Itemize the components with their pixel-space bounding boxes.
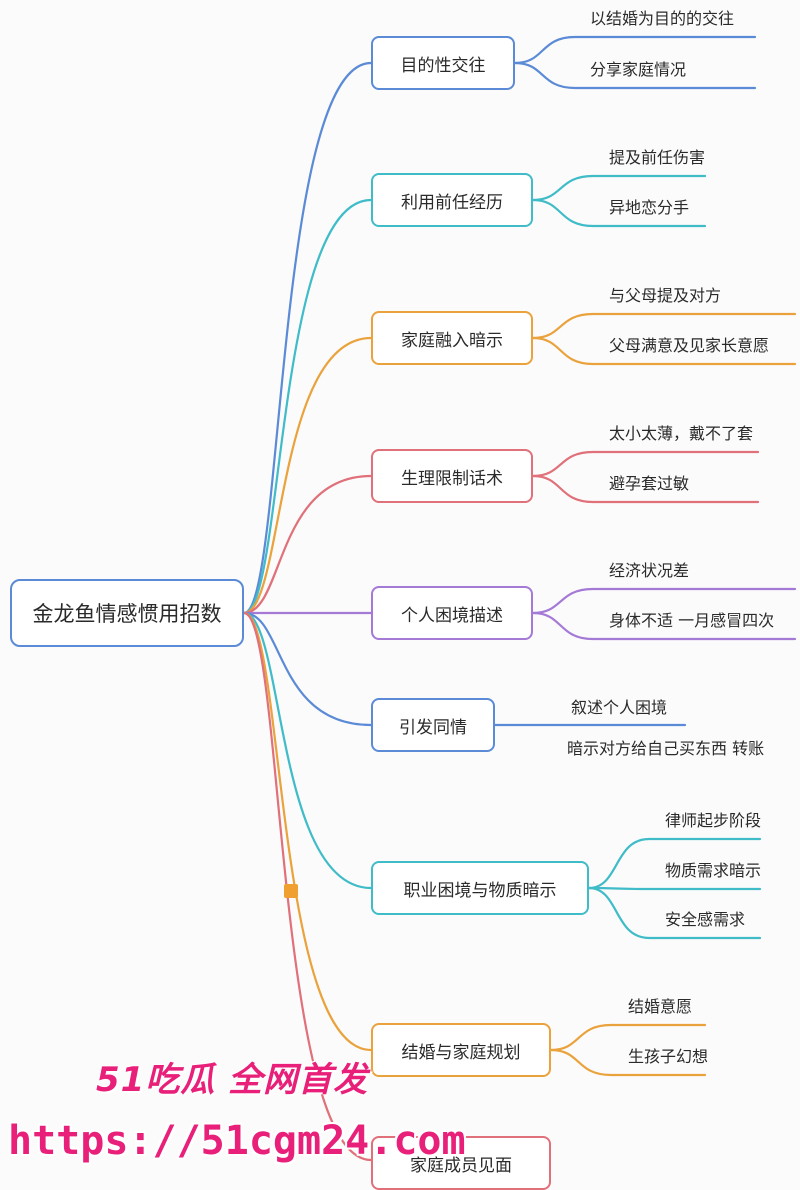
leaf-connector	[549, 1048, 707, 1077]
leaf-text: 避孕套过敏	[609, 474, 690, 493]
branch-label: 目的性交往	[400, 55, 486, 76]
leaf-connector	[531, 450, 760, 478]
leaf-connector	[531, 174, 707, 202]
leaf-text: 物质需求暗示	[665, 861, 762, 880]
root-node: 金龙鱼情感惯用招数	[10, 579, 244, 647]
leaf-connector	[531, 474, 760, 504]
branch-label: 职业困境与物质暗示	[403, 880, 557, 901]
leaf-connector	[513, 35, 757, 65]
branch-node: 生理限制话术	[371, 449, 533, 503]
branch-label: 家庭成员见面	[410, 1155, 512, 1176]
leaf-text: 叙述个人困境	[571, 698, 668, 717]
leaf-text: 父母满意及见家长意愿	[609, 336, 770, 355]
leaf-text: 与父母提及对方	[609, 286, 722, 305]
leaf-text: 太小太薄，戴不了套	[609, 424, 754, 443]
root-connector	[242, 198, 373, 615]
collapse-marker	[284, 884, 298, 898]
leaf-connector	[513, 61, 757, 90]
leaf-text: 提及前任伤害	[609, 148, 706, 167]
branch-label: 结婚与家庭规划	[401, 1042, 521, 1063]
branch-node: 结婚与家庭规划	[371, 1023, 551, 1077]
branch-node: 利用前任经历	[371, 173, 533, 227]
leaf-text: 分享家庭情况	[590, 60, 687, 79]
root-connector	[242, 61, 373, 615]
branch-node: 引发同情	[371, 698, 495, 752]
leaf-text: 暗示对方给自己买东西 转账	[567, 739, 765, 758]
watermark-url: https://51cgm24.com	[8, 1118, 466, 1164]
branch-label: 利用前任经历	[401, 192, 503, 213]
branch-node: 家庭融入暗示	[371, 311, 533, 365]
leaf-text: 安全感需求	[665, 910, 746, 929]
leaf-connector	[587, 886, 762, 940]
root-connector	[242, 336, 373, 615]
leaf-connector	[531, 587, 797, 615]
branch-node: 个人困境描述	[371, 586, 533, 640]
branch-node: 职业困境与物质暗示	[371, 861, 589, 915]
root-connector	[242, 474, 373, 615]
branch-label: 引发同情	[399, 717, 467, 738]
root-label: 金龙鱼情感惯用招数	[32, 602, 222, 626]
leaf-connector	[531, 336, 797, 366]
root-connector	[242, 611, 373, 727]
leaf-text: 异地恋分手	[609, 198, 690, 217]
leaf-connector	[549, 1023, 707, 1052]
leaf-text: 以结婚为目的的交往	[590, 9, 735, 28]
root-connector	[242, 611, 373, 1052]
leaf-connector	[531, 312, 797, 340]
watermark-title: 51吃瓜 全网首发	[96, 1060, 369, 1100]
branch-label: 生理限制话术	[401, 468, 503, 489]
branch-node: 目的性交往	[371, 36, 515, 90]
leaf-connector	[531, 611, 797, 641]
leaf-text: 身体不适 一月感冒四次	[609, 611, 775, 630]
leaf-connector	[587, 886, 762, 891]
branch-label: 个人困境描述	[401, 605, 503, 626]
branch-label: 家庭融入暗示	[401, 330, 503, 351]
leaf-connector	[531, 198, 707, 228]
leaf-text: 经济状况差	[609, 561, 690, 580]
leaf-connector	[587, 837, 762, 890]
leaf-text: 结婚意愿	[628, 997, 693, 1016]
leaf-text: 生孩子幻想	[628, 1047, 709, 1066]
leaf-text: 律师起步阶段	[665, 811, 762, 830]
root-connector	[242, 611, 373, 890]
